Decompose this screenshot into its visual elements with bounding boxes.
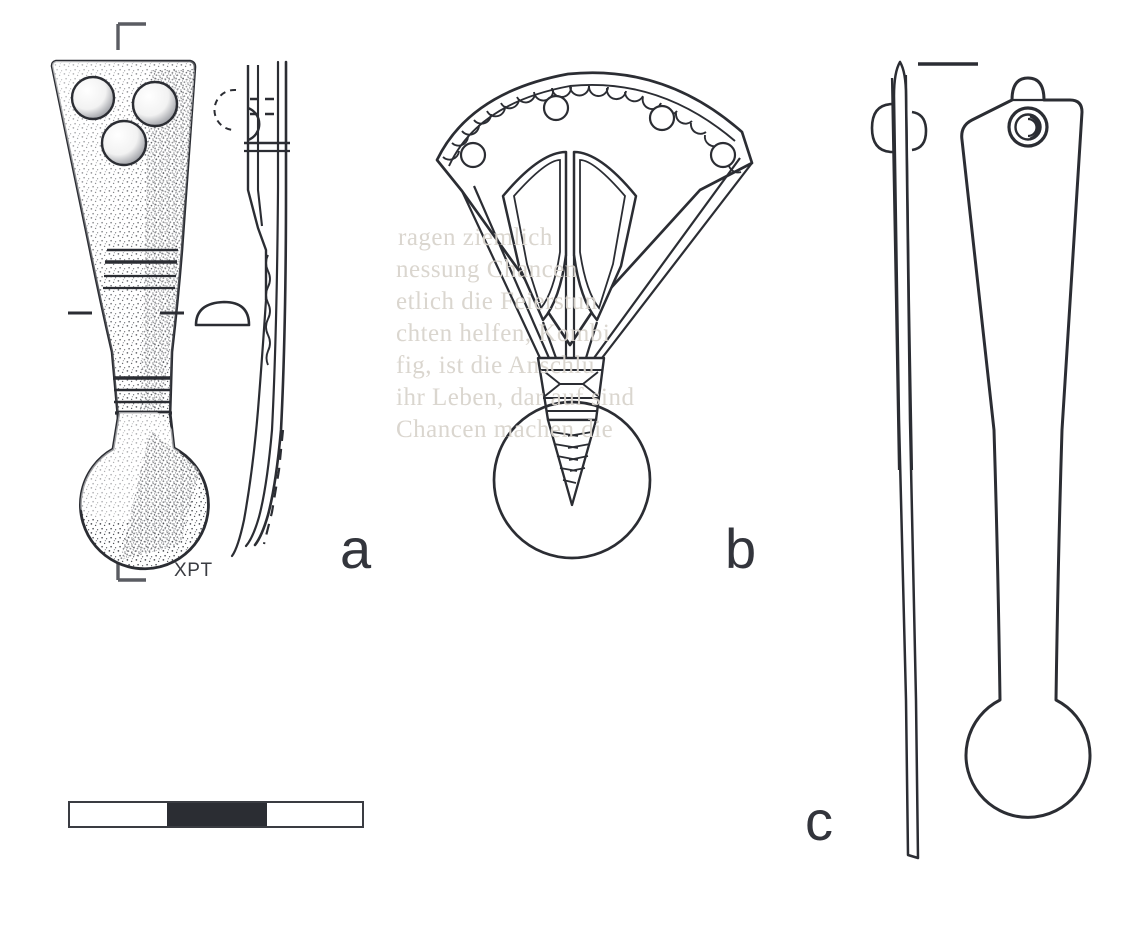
figure-a-code-xpt: XPT bbox=[174, 560, 213, 581]
figure-c-group bbox=[870, 60, 1092, 860]
figure-label-a: a bbox=[340, 517, 372, 580]
bleed-text-line: chten helfen, Kombi bbox=[396, 320, 611, 347]
bleed-text-line: nessung Chancen bbox=[396, 256, 578, 283]
pin-c-front-outline bbox=[960, 76, 1092, 819]
figure-a-side-view bbox=[213, 60, 290, 558]
figure-c-side-view bbox=[870, 60, 928, 860]
pin-c-perforation bbox=[1007, 106, 1049, 148]
bleed-text-line: ihr Leben, dar auf sind bbox=[396, 384, 635, 411]
pin-a-cross-section bbox=[194, 300, 251, 327]
figure-b-group bbox=[435, 71, 754, 560]
figure-a-front-view bbox=[50, 59, 251, 571]
pin-c-catch-loop-right bbox=[911, 110, 928, 152]
bleed-text-line: Chancen machen die bbox=[396, 416, 614, 443]
fibula-b-barbs bbox=[551, 431, 593, 484]
fibula-b-collar-bands bbox=[540, 369, 603, 412]
scale-bar-segment-2 bbox=[167, 803, 267, 826]
pin-a-bosses bbox=[70, 75, 179, 167]
scale-bar-segment-3 bbox=[266, 803, 362, 826]
fibula-b-cutout-left-inner bbox=[513, 159, 561, 310]
pin-c-side-pin-stub bbox=[890, 77, 901, 471]
corner-mark-top-left bbox=[116, 22, 146, 50]
scale-bar bbox=[68, 801, 364, 828]
figure-label-b: b bbox=[725, 517, 757, 580]
fibula-b-ring-terminal bbox=[492, 400, 652, 560]
figure-label-c: c bbox=[805, 789, 833, 852]
bleed-text-line: ragen ziemlich bbox=[398, 224, 553, 251]
bleed-text-line: etlich die Feierstun bbox=[396, 288, 598, 315]
bleed-text-line: fig, ist die Anschlu bbox=[396, 352, 595, 379]
pin-c-side-inner-edge bbox=[904, 74, 914, 471]
pin-c-catch-loop-left bbox=[870, 102, 894, 154]
fibula-b-cutout-right-inner bbox=[579, 159, 626, 310]
figure-c-front-view bbox=[960, 76, 1092, 819]
figure-a-group bbox=[50, 22, 290, 582]
fibula-b-perforations bbox=[459, 94, 737, 169]
fibula-b-stem-ribs bbox=[461, 157, 753, 359]
scale-bar-segment-1 bbox=[70, 803, 168, 826]
fibula-b-barbed-tang bbox=[546, 418, 598, 507]
pin-c-side-blade bbox=[892, 60, 920, 860]
fibula-b-zigzag-ornament bbox=[544, 371, 599, 397]
fibula-b-rim-inner-line bbox=[448, 83, 736, 167]
pin-a-upper-ribs bbox=[103, 248, 178, 290]
